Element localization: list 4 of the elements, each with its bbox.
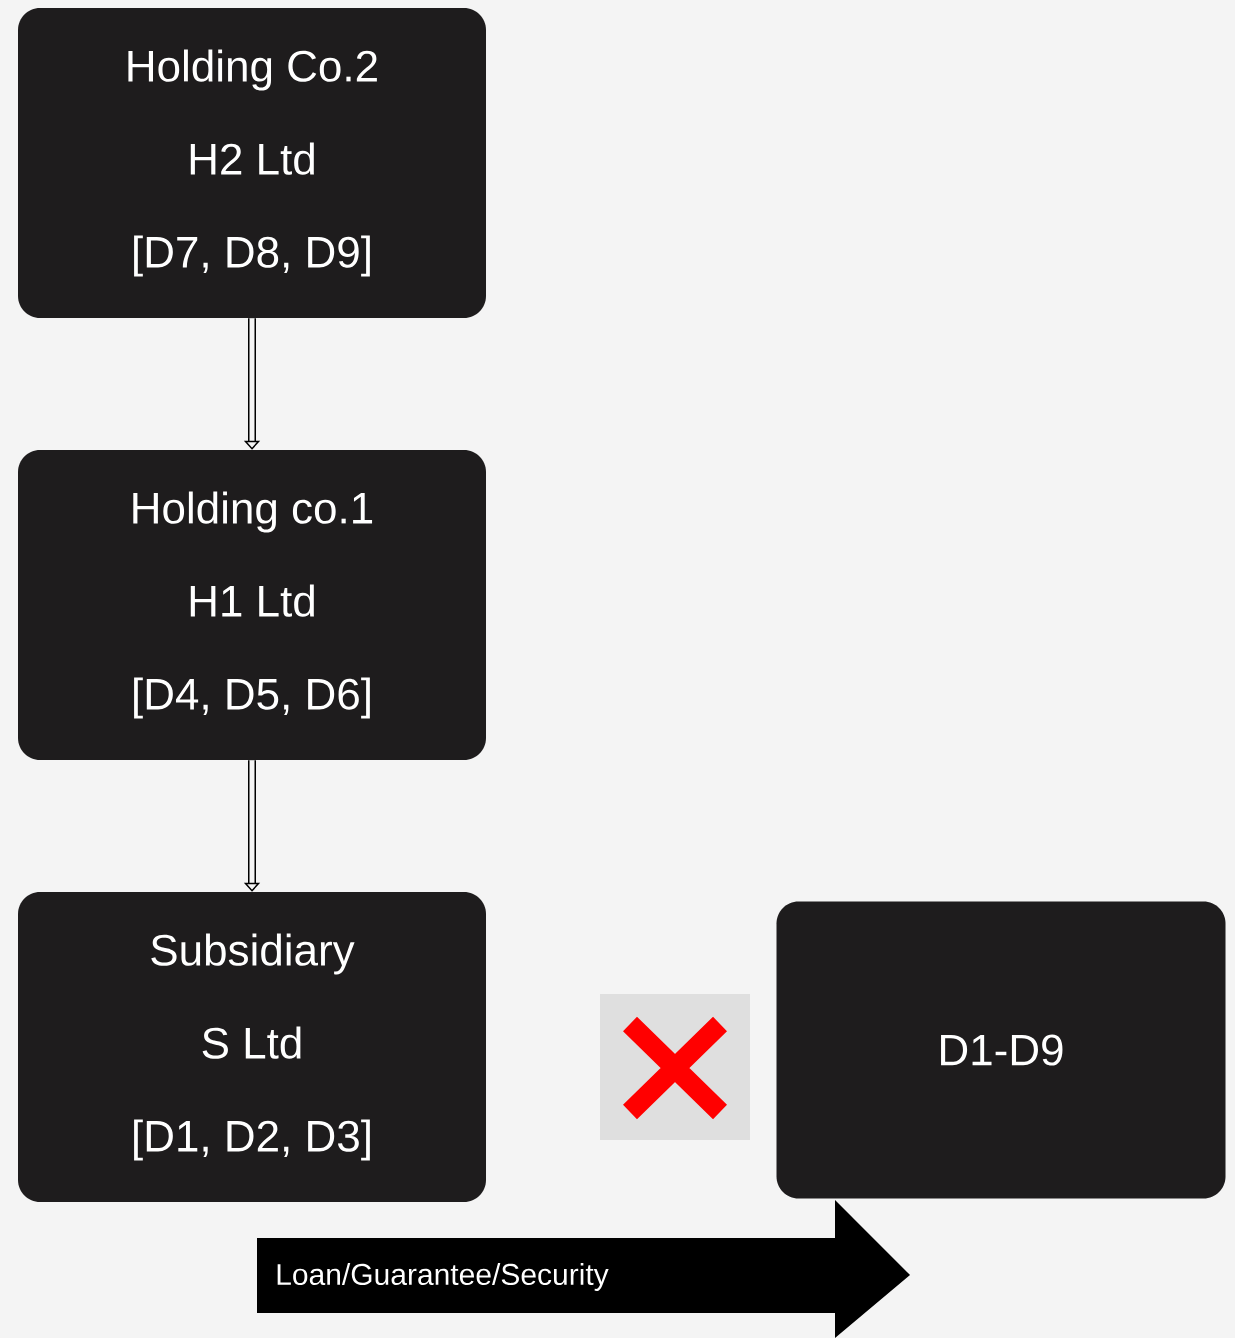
entity-box: Subsidiary S Ltd [D1, D2, D3] bbox=[18, 892, 486, 1202]
entity-box: Holding co.1 H1 Ltd [D4, D5, D6] bbox=[18, 450, 486, 760]
entity-box: D1-D9 bbox=[776, 901, 1226, 1199]
entity-box: Holding Co.2 H2 Ltd [D7, D8, D9] bbox=[18, 8, 486, 318]
